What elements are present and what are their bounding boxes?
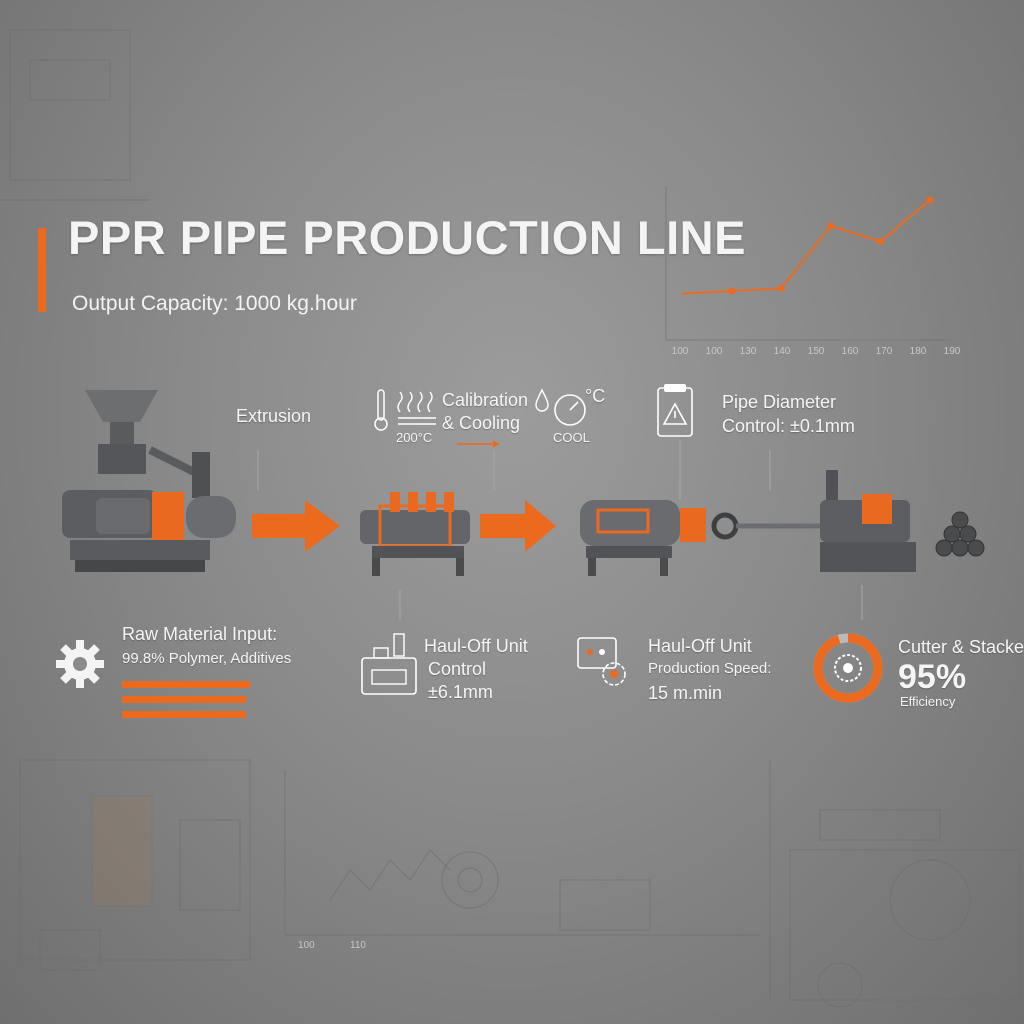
bg-chart-ticks: 100 110 [298,940,366,951]
diameter-label-line2: Control: ±0.1mm [722,416,855,436]
bg-chart-tick: 110 [350,940,366,951]
trend-x-tick: 100 [672,346,689,357]
process-flow [62,390,985,620]
trend-point [777,284,785,292]
haul-off-2-line2: Production Speed: [648,660,772,677]
pipe-stack-icon [935,511,985,557]
trend-x-tick: 150 [808,346,825,357]
trend-x-tick: 180 [910,346,927,357]
raw-material-bar-3 [122,711,246,718]
cool-label: COOL [553,430,590,445]
page-title: PPR PIPE PRODUCTION LINE [68,211,746,264]
diameter-label-line1: Pipe Diameter [722,392,837,412]
warning-box-icon [657,384,693,437]
trend-chart: 100 100 130 140 150 160 170 180 190 [665,186,960,357]
haul-off-1-title: Haul-Off Unit [424,636,528,656]
celsius-unit-label: °C [585,386,606,406]
heat-waves-icon [397,391,436,425]
trend-series-line [681,199,931,295]
cutter-title: Cutter & Stacker [898,637,1024,657]
raw-material-bar-1 [122,681,250,688]
haul-off-1-line3: ±6.1mm [428,682,493,702]
trend-x-tick: 170 [876,346,893,357]
water-drop-icon [535,388,549,412]
trend-point [926,196,934,204]
efficiency-ring [813,633,883,703]
haul-off-machine-icon [580,500,820,576]
thermometer-icon [374,389,388,431]
haul-off-2-line3: 15 m.min [648,683,723,703]
trend-x-tick: 190 [944,346,960,357]
flow-arrows-icon [457,440,499,448]
trend-point [827,222,835,230]
extrusion-label: Extrusion [236,406,312,426]
haul-off-1-line2: Control [428,659,487,679]
efficiency-value: 95% [898,658,967,696]
raw-material-bar-2 [122,696,246,703]
trend-point [728,287,736,295]
extruder-machine-icon [62,390,236,572]
page-subtitle: Output Capacity: 1000 kg.hour [72,292,357,315]
haul-off-2-title: Haul-Off Unit [648,636,752,656]
calibration-cooling-machine-icon [360,492,470,576]
bg-chart-tick: 100 [298,940,315,951]
cutter-stacker-machine-icon [820,470,916,572]
raw-material-detail: 99.8% Polymer, Additives [122,650,292,667]
trend-x-tick: 130 [740,346,757,357]
saw-blade-icon [834,654,862,682]
title-accent-bar [38,228,46,312]
raw-material-title: Raw Material Input: [122,624,278,644]
calibration-label-line1: Calibration [442,390,529,410]
efficiency-sub: Efficiency [900,694,956,709]
gauge-icon [554,394,586,426]
temperature-label: 200°C [396,430,433,445]
control-panel-gear-icon [577,637,626,686]
trend-point [876,238,884,246]
gear-icon [56,640,104,688]
trend-x-tick: 100 [706,346,723,357]
flow-arrow-1 [252,500,340,552]
trend-x-tick: 140 [774,346,791,357]
trend-x-tick: 160 [842,346,859,357]
efficiency-arc [813,633,883,703]
calibration-label-line2: & Cooling [442,413,521,433]
control-box-icon [361,633,417,695]
flow-arrow-2 [480,500,556,552]
